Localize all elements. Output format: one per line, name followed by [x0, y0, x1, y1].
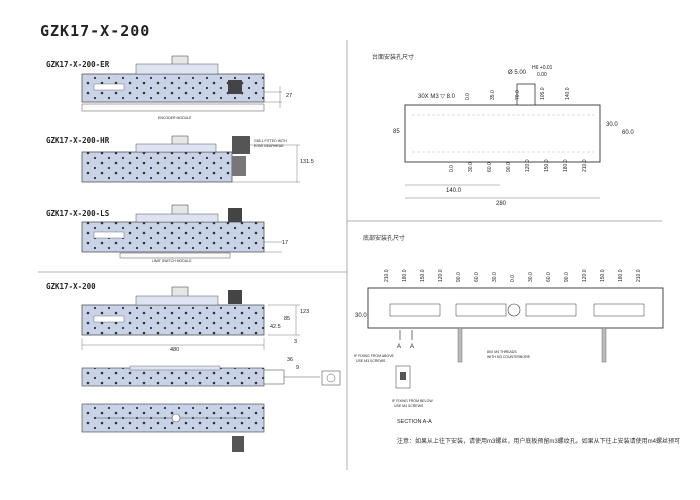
callout-fix-below-2: USE M4 SCREWS	[394, 404, 424, 408]
top-right-60: 60.0	[622, 130, 634, 136]
dim-base-85: 85	[284, 316, 290, 322]
base-top-mark: 90.0	[564, 272, 570, 282]
base-top-mark: 90.0	[456, 272, 462, 282]
base-top-mark: 120.0	[582, 269, 588, 282]
dim-base-42-5: 42.5	[270, 324, 281, 330]
base-top-mark: 60.0	[474, 272, 480, 282]
top-mount-title: 台面安装孔尺寸	[372, 55, 415, 61]
base-top-mark: 30.0	[492, 272, 498, 282]
top-width-140: 140.0	[446, 188, 462, 194]
variant-label-er: GZK17-X-200-ER	[46, 60, 110, 69]
base-top-mark: 210.0	[636, 269, 642, 282]
top-tol-hi: H6 +0.01	[532, 65, 553, 71]
base-top-mark: 210.0	[384, 269, 390, 282]
callout-gearhead-1: G55.1 FITTED WITH	[254, 139, 287, 143]
section-label: SECTION A-A	[397, 419, 432, 425]
variant-label-hr: GZK17-X-200-HR	[46, 136, 110, 145]
bottom-mark: 90.0	[506, 162, 512, 172]
base-top-mark: 150.0	[420, 269, 426, 282]
variant-label-base: GZK17-X-200	[46, 282, 96, 291]
top-mark: 35.0	[490, 90, 496, 100]
base-top-mark: 0.0	[510, 275, 516, 282]
page-title: GZK17-X-200	[40, 22, 151, 40]
top-tol-lo: 0.00	[537, 72, 547, 78]
bottom-mark: 30.0	[468, 162, 474, 172]
base-top-mark: 150.0	[600, 269, 606, 282]
dim-hr-height: 131.5	[300, 159, 314, 165]
callout-threads-1: 80X M4 THREADS	[487, 350, 517, 354]
top-mark: 140.0	[565, 87, 571, 100]
dim-ls-height: 17	[282, 240, 288, 246]
callout-limit: LIMIT SWITCH MODULE	[152, 259, 192, 263]
base-top-mark: 120.0	[438, 269, 444, 282]
base-top-mark: 180.0	[618, 269, 624, 282]
bottom-mark: 120.0	[525, 159, 531, 172]
top-mark: 0.0	[465, 93, 471, 100]
bottom-mark: 210.0	[582, 159, 588, 172]
base-top-mark: 30.0	[528, 272, 534, 282]
mounting-note: 注意：如果从上往下安装，请使用m3螺丝，用户底板预留m3螺纹孔。如果从下往上安装…	[397, 439, 681, 445]
bottom-mark: 180.0	[563, 159, 569, 172]
dim-side-36: 36	[287, 357, 293, 363]
stage-hr	[81, 135, 300, 183]
dim-base-3: 3	[294, 339, 297, 345]
callout-threads-2: WITH M3 COUNTERBORE	[487, 355, 531, 359]
dim-side-9: 9	[296, 365, 299, 371]
base-top-mark: 60.0	[546, 272, 552, 282]
dim-base-480: 480	[170, 347, 179, 353]
bottom-mark: 60.0	[487, 162, 493, 172]
dim-base-123: 123	[300, 309, 309, 315]
bottom-mark: 0.0	[449, 165, 455, 172]
top-mark: 70.0	[515, 90, 521, 100]
bottom-mount-title: 底部安装孔尺寸	[363, 236, 406, 242]
side-view-2	[81, 403, 265, 452]
top-mark: 105.0	[540, 87, 546, 100]
top-right-30: 30.0	[606, 122, 618, 128]
callout-fix-below-1: IF FIXING FROM BELOW	[392, 399, 433, 403]
dim-er-height: 27	[286, 93, 292, 99]
bottom-side-30: 30.0	[355, 313, 367, 319]
bottom-mark: 150.0	[544, 159, 550, 172]
top-height-85: 85	[393, 129, 400, 135]
bottom-mount-plate	[367, 287, 664, 389]
top-mount-plate	[404, 83, 601, 199]
callout-fix-above-1: IF FIXING FROM ABOVE	[354, 354, 395, 358]
top-pin-dia: Ø 5.00	[508, 70, 527, 76]
top-width-280: 280	[496, 201, 507, 207]
base-top-mark: 180.0	[402, 269, 408, 282]
section-mark-a: A	[397, 344, 401, 350]
top-holes-spec: 30X M3 ▽ 8.0	[418, 94, 456, 100]
callout-gearhead-2: EG55 GEARHEAD	[254, 144, 284, 148]
callout-fix-above-2: USE M3 SCREWS	[356, 359, 386, 363]
variant-label-ls: GZK17-X-200-LS	[46, 209, 110, 218]
stage-ls	[81, 204, 282, 259]
side-view-1	[81, 365, 341, 387]
stage-er	[81, 55, 282, 112]
stage-base	[81, 286, 300, 350]
section-mark-a2: A	[410, 344, 414, 350]
callout-encoder: ENCODER MODULE	[158, 116, 192, 120]
